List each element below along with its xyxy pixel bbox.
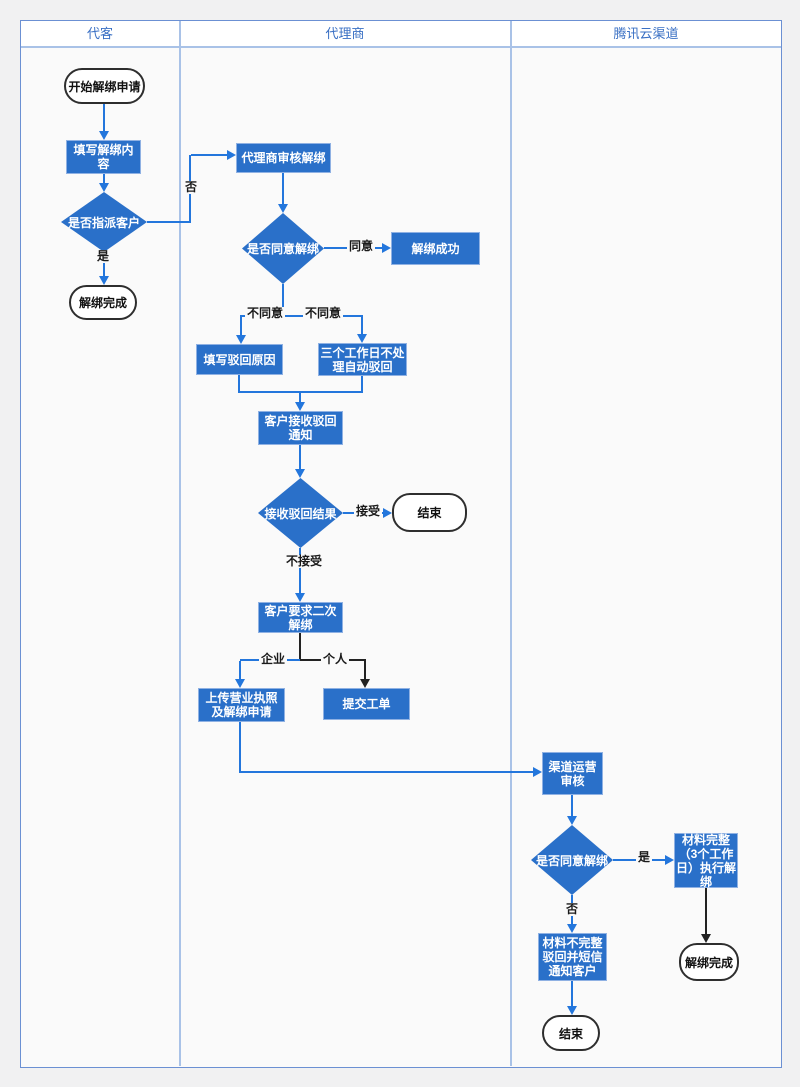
connector-review-decision	[282, 173, 284, 204]
connector-license-down	[239, 722, 241, 771]
edge-label-yes: 是	[95, 249, 112, 263]
edge-label-not-accept: 不接受	[284, 554, 325, 568]
arrowhead-down-icon	[278, 204, 288, 213]
edge-label-individual: 个人	[321, 652, 350, 666]
edge-label-no2: 否	[564, 902, 581, 916]
arrowhead-down-icon	[567, 816, 577, 825]
process-channel-ops-review: 渠道运营审核	[542, 752, 603, 795]
arrowhead-down-icon	[567, 924, 577, 933]
lane-header-customer: 代客	[86, 26, 113, 41]
arrowhead-down-icon	[360, 679, 370, 688]
terminator-end-1: 结束	[392, 493, 467, 532]
connector-disagree-right	[361, 317, 363, 334]
terminator-start: 开始解绑申请	[64, 68, 145, 104]
connector-incomplete-end	[571, 981, 573, 1006]
process-auto-reject-3-days: 三个工作日不处理自动驳回	[318, 343, 407, 376]
arrowhead-down-icon	[567, 1006, 577, 1015]
process-materials-incomplete-notify: 材料不完整驳回并短信通知客户	[538, 933, 607, 981]
edge-label-no: 否	[183, 180, 200, 194]
arrowhead-right-icon	[383, 508, 392, 518]
arrowhead-down-icon	[99, 276, 109, 285]
process-materials-complete-execute: 材料完整（3个工作日）执行解绑	[674, 832, 738, 889]
connector-not-accept	[299, 548, 301, 593]
connector-merge-left	[238, 375, 240, 392]
arrowhead-down-icon	[99, 131, 109, 140]
swimlane-frame	[20, 20, 782, 1068]
connector-merge-down	[299, 393, 301, 402]
connector-disagree-split	[240, 315, 363, 317]
edge-label-accept: 接受	[354, 504, 383, 518]
connector-disagree-stem	[282, 284, 284, 316]
process-upload-license: 上传营业执照及解绑申请	[198, 688, 285, 722]
arrowhead-right-icon	[382, 243, 391, 253]
edge-label-disagree-right: 不同意	[303, 306, 344, 320]
connector-merge-right	[361, 376, 363, 392]
terminator-unbind-complete-1: 解绑完成	[69, 285, 137, 320]
terminator-unbind-complete-2: 解绑完成	[679, 943, 739, 981]
lane-header-divider	[21, 46, 781, 48]
connector-notice-result	[299, 445, 301, 469]
connector-channel-decision	[571, 795, 573, 816]
process-unbind-success: 解绑成功	[391, 232, 480, 265]
edge-label-disagree-left: 不同意	[245, 306, 286, 320]
connector-enterprise-v	[239, 661, 241, 679]
arrowhead-down-icon	[295, 469, 305, 478]
connector-license-across	[239, 771, 533, 773]
arrowhead-right-icon	[665, 855, 674, 865]
process-customer-receive-reject-notice: 客户接收驳回通知	[258, 411, 343, 445]
arrowhead-down-icon	[235, 679, 245, 688]
terminator-end-2: 结束	[542, 1015, 600, 1051]
lane-header-agent: 代理商	[325, 26, 365, 41]
edge-label-yes2: 是	[636, 850, 653, 864]
edge-label-enterprise: 企业	[259, 652, 288, 666]
arrowhead-down-icon	[236, 335, 246, 344]
connector-fill-decision	[103, 174, 105, 184]
arrowhead-down-icon	[295, 593, 305, 602]
process-submit-ticket: 提交工单	[323, 688, 410, 720]
arrowhead-right-icon	[227, 150, 236, 160]
connector-yes-done	[103, 252, 105, 276]
lane-divider-2	[510, 21, 512, 1066]
lane-header-row	[21, 21, 781, 47]
connector-start-fill	[103, 104, 105, 132]
connector-merge-h	[238, 391, 363, 393]
connector-second-stem	[299, 633, 301, 660]
arrowhead-down-icon	[99, 183, 109, 192]
arrowhead-right-icon	[533, 767, 542, 777]
process-fill-reject-reason: 填写驳回原因	[196, 344, 283, 375]
arrowhead-down-icon	[295, 402, 305, 411]
connector-disagree-left	[240, 317, 242, 335]
process-agent-review-unbind: 代理商审核解绑	[236, 143, 331, 173]
lane-divider-1	[179, 21, 181, 1066]
process-fill-unbind-content: 填写解绑内容	[66, 140, 141, 174]
connector-individual-v	[364, 661, 366, 679]
connector-no-h2	[191, 154, 227, 156]
arrowhead-down-icon	[701, 934, 711, 943]
lane-header-tencent-channel: 腾讯云渠道	[613, 26, 679, 41]
edge-label-agree: 同意	[347, 239, 376, 253]
connector-complete-done	[705, 888, 707, 934]
process-customer-second-unbind: 客户要求二次解绑	[258, 602, 343, 633]
arrowhead-down-icon	[357, 334, 367, 343]
connector-no-h1	[147, 221, 191, 223]
